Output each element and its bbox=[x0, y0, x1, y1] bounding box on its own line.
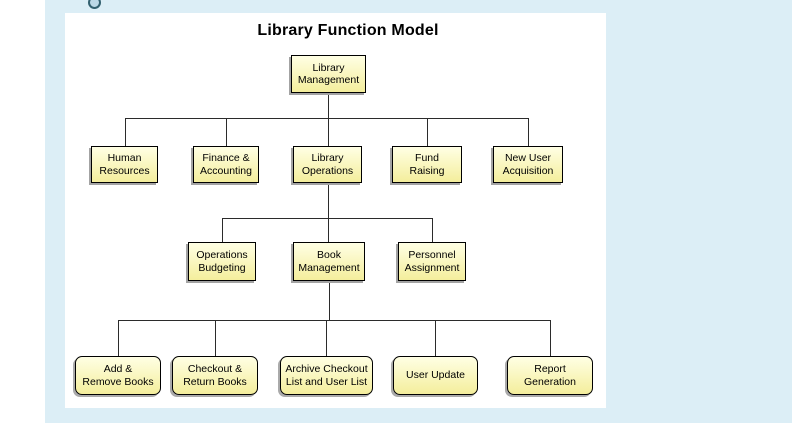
connector-line bbox=[432, 218, 433, 242]
node-library-operations[interactable]: Library Operations bbox=[293, 146, 362, 183]
node-book-management[interactable]: Book Management bbox=[293, 242, 365, 281]
node-library-management[interactable]: Library Management bbox=[291, 55, 366, 93]
connector-line bbox=[329, 281, 330, 320]
connector-line bbox=[222, 218, 223, 242]
connector-line bbox=[435, 320, 436, 356]
connector-line bbox=[326, 320, 327, 356]
connector-line bbox=[118, 320, 119, 356]
connector-line bbox=[328, 183, 329, 242]
node-checkout-return-books[interactable]: Checkout & Return Books bbox=[172, 356, 258, 395]
connector-line bbox=[215, 320, 216, 356]
connector-line bbox=[222, 218, 433, 219]
partial-circle-icon bbox=[88, 0, 101, 9]
connector-line bbox=[427, 118, 428, 146]
node-operations-budgeting[interactable]: Operations Budgeting bbox=[188, 242, 256, 281]
connector-line bbox=[125, 118, 126, 146]
node-fund-raising[interactable]: Fund Raising bbox=[392, 146, 462, 183]
connector-line bbox=[550, 320, 551, 356]
node-report-generation[interactable]: Report Generation bbox=[507, 356, 593, 395]
diagram-title: Library Function Model bbox=[257, 22, 439, 39]
node-finance-accounting[interactable]: Finance & Accounting bbox=[193, 146, 259, 183]
node-archive-checkout-list[interactable]: Archive Checkout List and User List bbox=[280, 356, 373, 395]
diagram-canvas: Library Function Model Library Managemen… bbox=[65, 13, 606, 408]
node-personnel-assignment[interactable]: Personnel Assignment bbox=[398, 242, 466, 281]
connector-line bbox=[125, 118, 529, 119]
node-human-resources[interactable]: Human Resources bbox=[91, 146, 158, 183]
node-add-remove-books[interactable]: Add & Remove Books bbox=[75, 356, 161, 395]
connector-line bbox=[328, 93, 329, 146]
node-new-user-acquisition[interactable]: New User Acquisition bbox=[493, 146, 563, 183]
connector-line bbox=[528, 118, 529, 146]
connector-line bbox=[118, 320, 551, 321]
connector-line bbox=[226, 118, 227, 146]
node-user-update[interactable]: User Update bbox=[393, 356, 478, 395]
